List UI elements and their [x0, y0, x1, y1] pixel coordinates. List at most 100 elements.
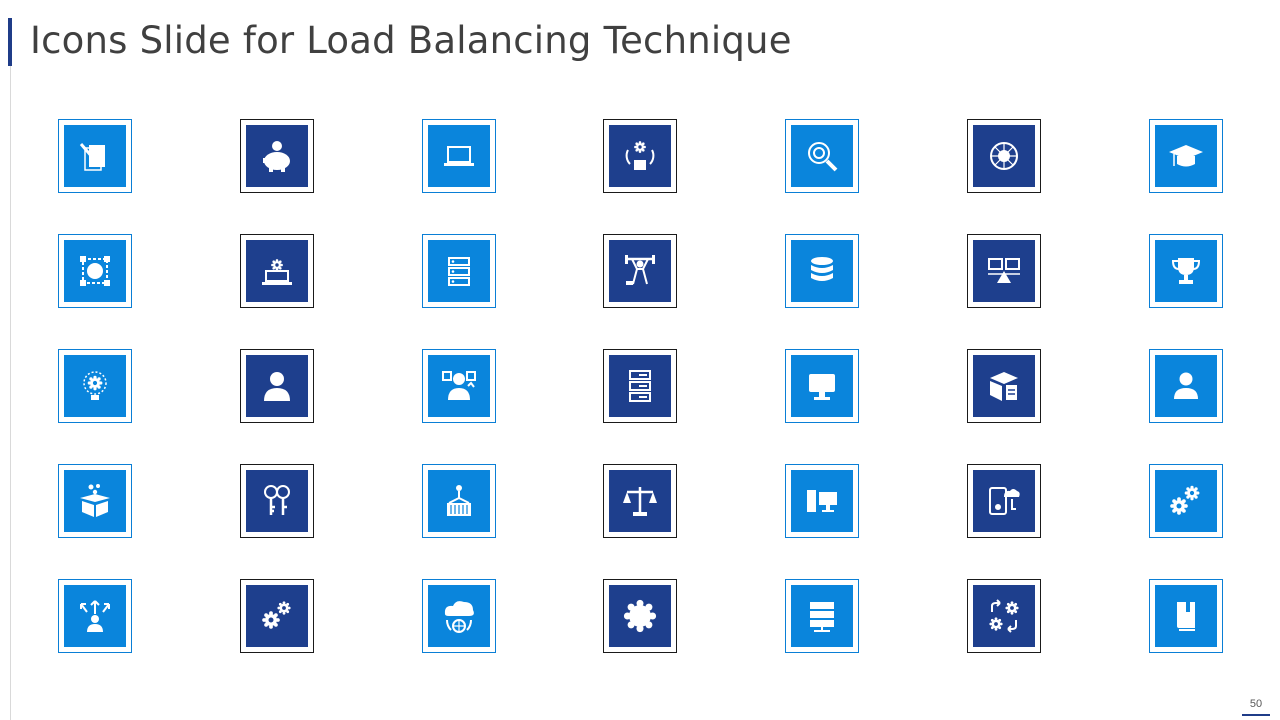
page-number-underline [1242, 714, 1270, 716]
page-number: 50 [1249, 698, 1263, 710]
network-sphere-icon [984, 136, 1024, 176]
icon-tile-background [246, 470, 308, 532]
laptop-gear-icon [257, 251, 297, 291]
icon-tile [967, 119, 1041, 193]
graduation-cap-icon [1166, 136, 1206, 176]
icon-tile-background [64, 470, 126, 532]
icon-tile [422, 579, 496, 653]
server-rack-icon [439, 251, 479, 291]
person-icon [1166, 366, 1206, 406]
icon-tile-background [64, 585, 126, 647]
icon-tile-background [791, 470, 853, 532]
icon-tile [603, 234, 677, 308]
icon-tile [785, 349, 859, 423]
icon-tile-background [428, 240, 490, 302]
icon-tile-background [428, 585, 490, 647]
laptop-icon [439, 136, 479, 176]
magnifier-target-icon [802, 136, 842, 176]
icon-tile [785, 234, 859, 308]
icon-tile [58, 464, 132, 538]
icon-tile [58, 579, 132, 653]
keys-icon [257, 481, 297, 521]
cloud-globe-icon [439, 596, 479, 636]
icon-tile-background [609, 585, 671, 647]
crane-container-icon [439, 481, 479, 521]
icon-tile [785, 119, 859, 193]
scales-icon [620, 481, 660, 521]
documents-pencil-icon [75, 136, 115, 176]
icon-tile-background [973, 240, 1035, 302]
icon-tile-background [973, 355, 1035, 417]
icon-tile-background [428, 355, 490, 417]
icon-tile-background [791, 125, 853, 187]
computer-desktop-icon [802, 481, 842, 521]
database-icon [802, 251, 842, 291]
gears-icon [1166, 481, 1206, 521]
icon-tile-background [246, 240, 308, 302]
icon-tile-background [64, 125, 126, 187]
icon-tile-background [791, 585, 853, 647]
icon-tile [1149, 234, 1223, 308]
title-accent-bar [8, 18, 12, 66]
icon-tile [785, 579, 859, 653]
icon-tile [603, 119, 677, 193]
icon-tile [240, 579, 314, 653]
icon-tile-background [246, 585, 308, 647]
icon-tile-background [428, 125, 490, 187]
icon-tile [240, 464, 314, 538]
cloud-device-icon [984, 481, 1024, 521]
gears-pair-icon [257, 596, 297, 636]
icon-tile [58, 349, 132, 423]
icon-tile-background [246, 125, 308, 187]
icon-tile-background [64, 240, 126, 302]
icon-tile-background [973, 470, 1035, 532]
monitor-icon [802, 366, 842, 406]
icon-tile [422, 119, 496, 193]
slide-title: Icons Slide for Load Balancing Technique [30, 19, 792, 62]
icon-tile [422, 234, 496, 308]
icon-tile [422, 349, 496, 423]
icon-tile [240, 349, 314, 423]
icon-tile-background [609, 125, 671, 187]
icon-tile-background [973, 125, 1035, 187]
icon-tile-background [1155, 355, 1217, 417]
analyst-dashboard-icon [439, 366, 479, 406]
gear-cycle-box-icon [620, 136, 660, 176]
icon-tile-background [791, 355, 853, 417]
icon-tile-background [1155, 470, 1217, 532]
icon-tile-background [1155, 585, 1217, 647]
icon-tile-background [609, 355, 671, 417]
icon-tile-background [791, 240, 853, 302]
piggy-bank-icon [257, 136, 297, 176]
icon-tile-background [609, 470, 671, 532]
gear-sync-icon [984, 596, 1024, 636]
icon-tile [58, 234, 132, 308]
icon-tile [603, 579, 677, 653]
weightlifter-icon [620, 251, 660, 291]
icon-tile-background [428, 470, 490, 532]
lightbulb-gear-icon [75, 366, 115, 406]
open-box-icon [75, 481, 115, 521]
left-divider-line [10, 66, 11, 720]
icon-tile-background [1155, 240, 1217, 302]
icon-tile-background [1155, 125, 1217, 187]
icon-tile-background [973, 585, 1035, 647]
icon-tile [967, 579, 1041, 653]
icon-tile [603, 349, 677, 423]
icon-tile [785, 464, 859, 538]
icon-tile [58, 119, 132, 193]
box-clipboard-icon [984, 366, 1024, 406]
icon-tile [1149, 464, 1223, 538]
balance-screens-icon [984, 251, 1024, 291]
icon-tile-background [246, 355, 308, 417]
server-stack-icon [620, 366, 660, 406]
icon-tile-background [64, 355, 126, 417]
trophy-icon [1166, 251, 1206, 291]
icon-tile [967, 349, 1041, 423]
icon-tile [1149, 579, 1223, 653]
icon-tile [1149, 119, 1223, 193]
icon-tile [240, 234, 314, 308]
icon-tile [240, 119, 314, 193]
user-icon [257, 366, 297, 406]
